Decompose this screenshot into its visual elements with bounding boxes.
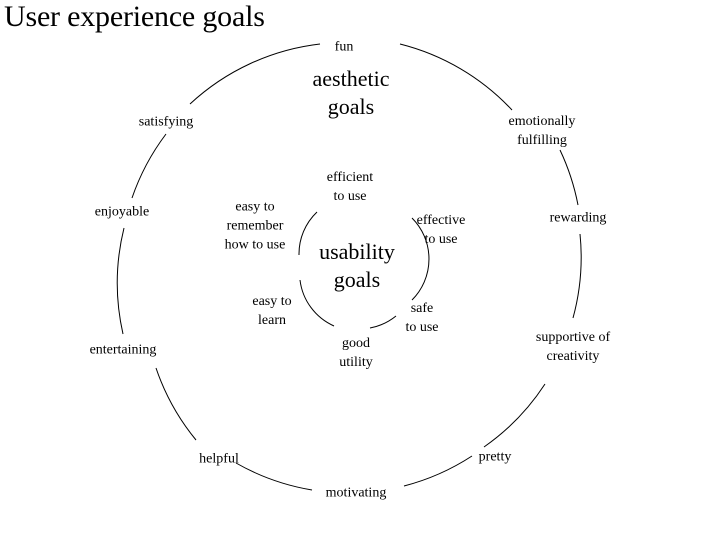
usability-goal-good-utility: good utility <box>339 336 373 370</box>
ux-goal-emotionally-fulfilling: emotionally fulfilling <box>508 114 576 148</box>
aesthetic-goals-label: aesthetic goals <box>312 66 390 119</box>
usability-goal-safe: safe to use <box>405 301 439 335</box>
usability-goal-efficient: efficient to use <box>326 170 374 204</box>
usability-goal-easy-to-learn: easy to learn <box>252 294 292 328</box>
inner-arc-left <box>298 211 318 256</box>
ux-goal-entertaining: entertaining <box>89 342 157 358</box>
ux-goal-motivating: motivating <box>325 485 387 501</box>
outer-arc-emotional-rewarding <box>559 149 579 206</box>
outer-arc-helpful-entertaining <box>155 367 197 441</box>
outer-arc-entertaining-enjoyable <box>116 227 125 335</box>
usability-goal-effective: effective to use <box>416 213 466 247</box>
ux-goal-rewarding: rewarding <box>549 210 607 226</box>
usability-goal-easy-to-remember: easy to remember how to use <box>224 199 286 253</box>
outer-arc-enjoyable-satisfying <box>131 133 167 199</box>
ux-goal-pretty: pretty <box>478 449 512 465</box>
outer-arc-rewarding-supportive <box>572 233 582 319</box>
inner-arc-bottom-left <box>299 279 335 327</box>
ux-goal-enjoyable: enjoyable <box>94 204 150 220</box>
ux-goal-fun: fun <box>334 39 354 55</box>
outer-arc-supportive-pretty <box>483 383 546 448</box>
ux-goal-supportive-of-creativity: supportive of creativity <box>535 330 611 364</box>
diagram-title: User experience goals <box>4 0 265 33</box>
inner-arc-bottom-right <box>369 315 397 329</box>
outer-arc-motivating-helpful <box>235 462 313 491</box>
inner-arc-right <box>411 217 430 301</box>
usability-goals-label: usability goals <box>319 239 395 292</box>
outer-arc-pretty-motivating <box>403 455 473 487</box>
outer-arc-satisfying-fun <box>189 43 321 105</box>
outer-arc-fun-emotional <box>399 43 513 111</box>
ux-goal-satisfying: satisfying <box>138 114 194 130</box>
ux-goal-helpful: helpful <box>199 451 239 467</box>
